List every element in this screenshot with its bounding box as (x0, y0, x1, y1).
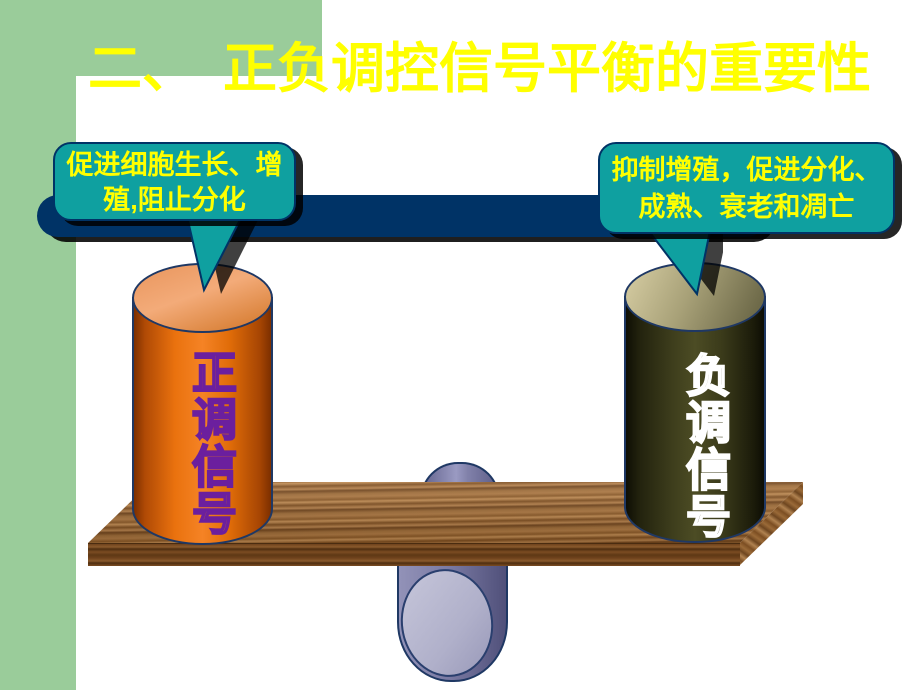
callout-left-line1: 促进细胞生长、增 (66, 150, 283, 180)
positive-signal-label: 正调信号 (184, 348, 237, 538)
top-green-block (0, 0, 322, 76)
seesaw-plank-front (88, 543, 740, 566)
callout-left-line2: 殖,阻止分化 (103, 185, 246, 215)
left-green-strip (0, 0, 76, 690)
callout-right-line2: 成熟、衰老和凋亡 (638, 192, 855, 222)
callout-left-pointer-icon (184, 211, 260, 294)
callout-positive-signal: 促进细胞生长、增 殖,阻止分化 (53, 142, 296, 221)
positive-signal-cylinder (132, 297, 273, 545)
slide-title: 二、 正负调控信号平衡的重要性 (88, 39, 871, 99)
negative-signal-cylinder (624, 296, 766, 543)
negative-signal-label: 负调信号 (678, 351, 731, 541)
callout-right-line1: 抑制增殖，促进分化、 (611, 155, 882, 185)
callout-negative-signal: 抑制增殖，促进分化、 成熟、衰老和凋亡 (598, 142, 895, 234)
callout-right-pointer-icon (642, 225, 723, 297)
